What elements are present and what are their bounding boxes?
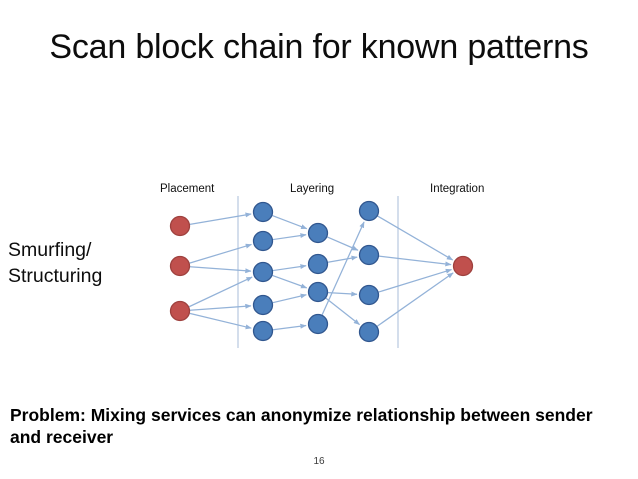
side-label-line: Smurfing/	[8, 239, 92, 261]
edge-s2-to-a2	[188, 276, 253, 308]
mixing-node-a2	[252, 261, 274, 283]
edge-a2-to-b2	[272, 274, 308, 289]
edge-a3-to-b2	[272, 293, 307, 304]
node-layer	[169, 200, 474, 343]
smurfing-structuring-label: Smurfing/Structuring	[8, 238, 148, 289]
mixing-node-a3	[252, 294, 274, 316]
edge-a4-to-b3	[272, 323, 307, 331]
mixing-node-a0	[252, 201, 274, 223]
source-node-s0	[169, 215, 191, 237]
stage-label-integration: Integration	[430, 183, 485, 195]
mixing-node-c3	[358, 321, 380, 343]
edge-b3-to-c0	[321, 221, 365, 316]
mixing-node-a4	[252, 320, 274, 342]
edge-s0-to-a0	[189, 212, 252, 225]
mixing-node-b2	[307, 281, 329, 303]
edge-b0-to-c1	[326, 236, 359, 251]
mixing-node-b0	[307, 222, 329, 244]
edge-a2-to-b1	[272, 264, 307, 272]
source-node-s2	[169, 300, 191, 322]
source-node-s1	[169, 255, 191, 277]
edge-c3-to-d0	[376, 272, 454, 327]
problem-statement: Problem: Mixing services can anonymize r…	[10, 405, 593, 448]
edge-s2-to-a4	[189, 312, 252, 330]
stage-label-placement: Placement	[160, 183, 215, 195]
mixing-node-a1	[252, 230, 274, 252]
edge-a1-to-b0	[272, 233, 307, 241]
edge-s1-to-a2	[189, 266, 252, 274]
mixing-node-c2	[358, 284, 380, 306]
edge-a0-to-b0	[272, 214, 308, 230]
page-title: Scan block chain for known patterns	[49, 28, 589, 66]
mixing-node-c1	[358, 244, 380, 266]
edge-c0-to-d0	[377, 215, 454, 261]
slide-number: 16	[313, 456, 325, 467]
edge-layer	[188, 212, 454, 331]
mixing-node-b1	[307, 253, 329, 275]
edge-c2-to-d0	[378, 268, 453, 293]
mixing-node-c0	[358, 200, 380, 222]
source-node-d0	[452, 255, 474, 277]
edge-s2-to-a3	[189, 303, 252, 311]
stage-divider-lines	[237, 196, 399, 348]
edge-s1-to-a1	[189, 243, 252, 264]
edge-c1-to-d0	[378, 255, 452, 267]
mixing-node-b3	[307, 313, 329, 335]
edge-b2-to-c2	[327, 291, 358, 297]
side-label-line: Structuring	[8, 264, 103, 287]
stage-label-layering: Layering	[290, 183, 335, 195]
edge-b2-to-c3	[325, 297, 360, 326]
edge-b1-to-c1	[327, 255, 358, 263]
